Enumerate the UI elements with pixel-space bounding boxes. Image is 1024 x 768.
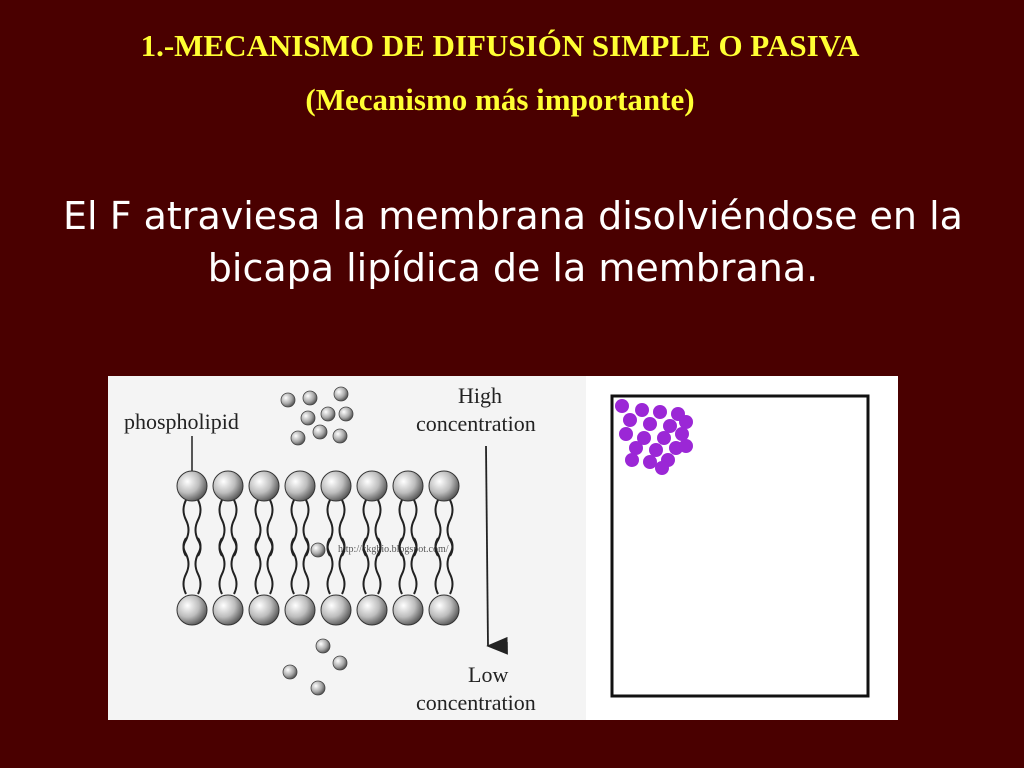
concentration-gradient-arrow	[485, 445, 508, 655]
lipid-tail	[374, 537, 382, 595]
phospholipid-head-bottom	[284, 594, 316, 626]
membrane-diagram: phospholipid High concentration Low conc…	[108, 376, 586, 720]
purple-particle	[623, 413, 637, 427]
solute-molecule	[282, 664, 298, 680]
phospholipid-head-top	[248, 470, 280, 502]
phospholipid-head-bottom	[248, 594, 280, 626]
purple-particle	[663, 419, 677, 433]
purple-particle	[635, 403, 649, 417]
solute-molecule	[302, 390, 318, 406]
lipid-tail	[194, 537, 202, 595]
purple-particle	[655, 461, 669, 475]
purple-particle	[675, 427, 689, 441]
phospholipid-head-top	[428, 470, 460, 502]
diffusing-molecules	[280, 386, 354, 696]
purple-particle	[657, 431, 671, 445]
diffusion-box-figure	[586, 376, 898, 720]
purple-particles	[615, 399, 693, 475]
slide-title-line-1: 1.-MECANISMO DE DIFUSIÓN SIMPLE O PASIVA	[140, 28, 860, 63]
phospholipid-head-bottom	[320, 594, 352, 626]
phospholipid-head-top	[392, 470, 424, 502]
phospholipid-head-bottom	[176, 594, 208, 626]
high-label: High	[458, 383, 502, 408]
lipid-tail	[302, 537, 310, 595]
lipid-tail	[410, 537, 418, 595]
lipid-tail	[362, 537, 370, 595]
low-concentration-label: concentration	[416, 690, 536, 715]
solute-molecule	[320, 406, 336, 422]
phospholipid-head-bottom	[428, 594, 460, 626]
purple-particle	[649, 443, 663, 457]
phospholipid-head-top	[176, 470, 208, 502]
lipid-tail	[218, 537, 226, 595]
lipid-tail	[254, 537, 262, 595]
solute-molecule	[300, 410, 316, 426]
lipid-tail	[338, 537, 346, 595]
lipid-tail	[266, 537, 274, 595]
solute-molecule	[332, 655, 348, 671]
purple-particle	[643, 417, 657, 431]
phospholipid-head-top	[320, 470, 352, 502]
solute-molecule	[333, 386, 349, 402]
purple-particle	[615, 399, 629, 413]
lipid-tail	[434, 537, 442, 595]
lipid-tail	[230, 537, 238, 595]
phospholipid-head-top	[284, 470, 316, 502]
purple-particle	[625, 453, 639, 467]
purple-particle	[653, 405, 667, 419]
solute-molecule	[310, 542, 326, 558]
solute-molecule	[280, 392, 296, 408]
purple-particle	[619, 427, 633, 441]
high-concentration-label: concentration	[416, 411, 536, 436]
solute-molecule	[315, 638, 331, 654]
lipid-tail	[398, 537, 406, 595]
lipid-bilayer	[176, 470, 460, 626]
solute-molecule	[312, 424, 328, 440]
phospholipid-head-bottom	[356, 594, 388, 626]
phospholipid-head-top	[356, 470, 388, 502]
phospholipid-head-bottom	[392, 594, 424, 626]
solute-molecule	[332, 428, 348, 444]
diffusion-box-outline	[610, 394, 870, 698]
slide-body-text: El F atraviesa la membrana disolviéndose…	[63, 194, 963, 290]
solute-molecule	[310, 680, 326, 696]
purple-particle	[637, 431, 651, 445]
purple-particle	[679, 439, 693, 453]
lipid-tail	[290, 537, 298, 595]
lipid-tail	[446, 537, 454, 595]
purple-particle	[679, 415, 693, 429]
membrane-diagram-svg: phospholipid High concentration Low conc…	[124, 383, 536, 715]
solute-molecule	[338, 406, 354, 422]
lipid-tail	[182, 537, 190, 595]
purple-particle	[629, 441, 643, 455]
low-label: Low	[468, 662, 508, 687]
solute-molecule	[290, 430, 306, 446]
diffusion-box-svg	[610, 394, 870, 698]
watermark-text: http://ckgbio.blogspot.com/	[338, 544, 449, 555]
phospholipid-head-bottom	[212, 594, 244, 626]
slide-title-line-2: (Mecanismo más importante)	[305, 82, 695, 117]
purple-particle	[643, 455, 657, 469]
phospholipid-head-top	[212, 470, 244, 502]
lipid-tail	[326, 537, 334, 595]
phospholipid-label: phospholipid	[124, 409, 239, 434]
